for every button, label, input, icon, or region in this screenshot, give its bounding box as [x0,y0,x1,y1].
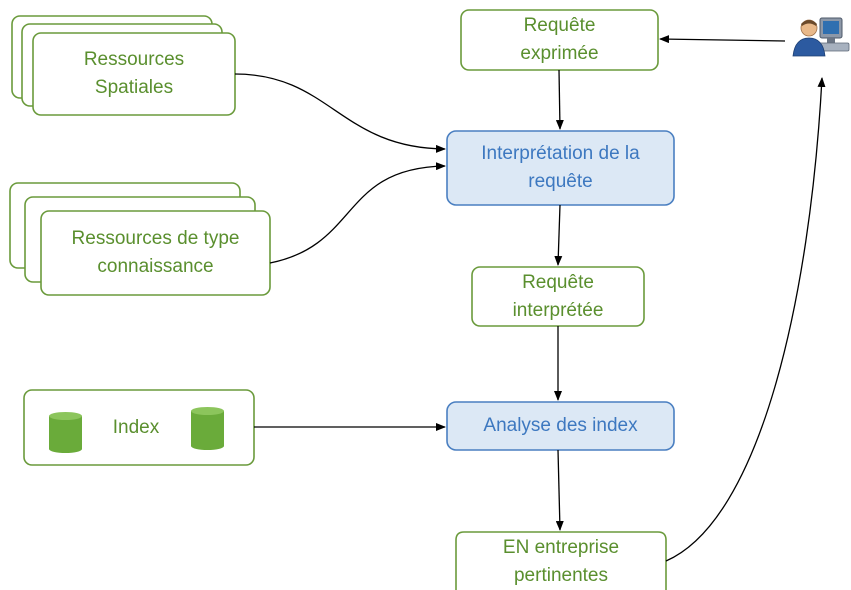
arrow-interpretation-to-interpretee [554,204,563,266]
requete-exprimee-box [460,9,659,71]
arrow-analyse-to-en [555,449,564,531]
database-cylinder-icon [49,412,82,453]
arrow-en-to-user [665,77,826,562]
analyse-index-box [446,401,675,451]
ressources-spatiales-stack [11,15,236,116]
arrow-user-to-exprimee [659,35,786,44]
requete-interpretee-box [471,266,645,327]
user-computer-icon [792,17,850,57]
ressources-connaissance-stack [9,182,271,296]
en-entreprise-box [455,531,667,590]
interpretation-box [446,130,675,206]
database-cylinder-icon [191,407,224,450]
arrow-spatiales-to-interpretation [234,73,446,153]
arrow-connaissance-to-interpretation [269,162,446,264]
arrow-exprimee-to-interpretation [555,69,564,130]
